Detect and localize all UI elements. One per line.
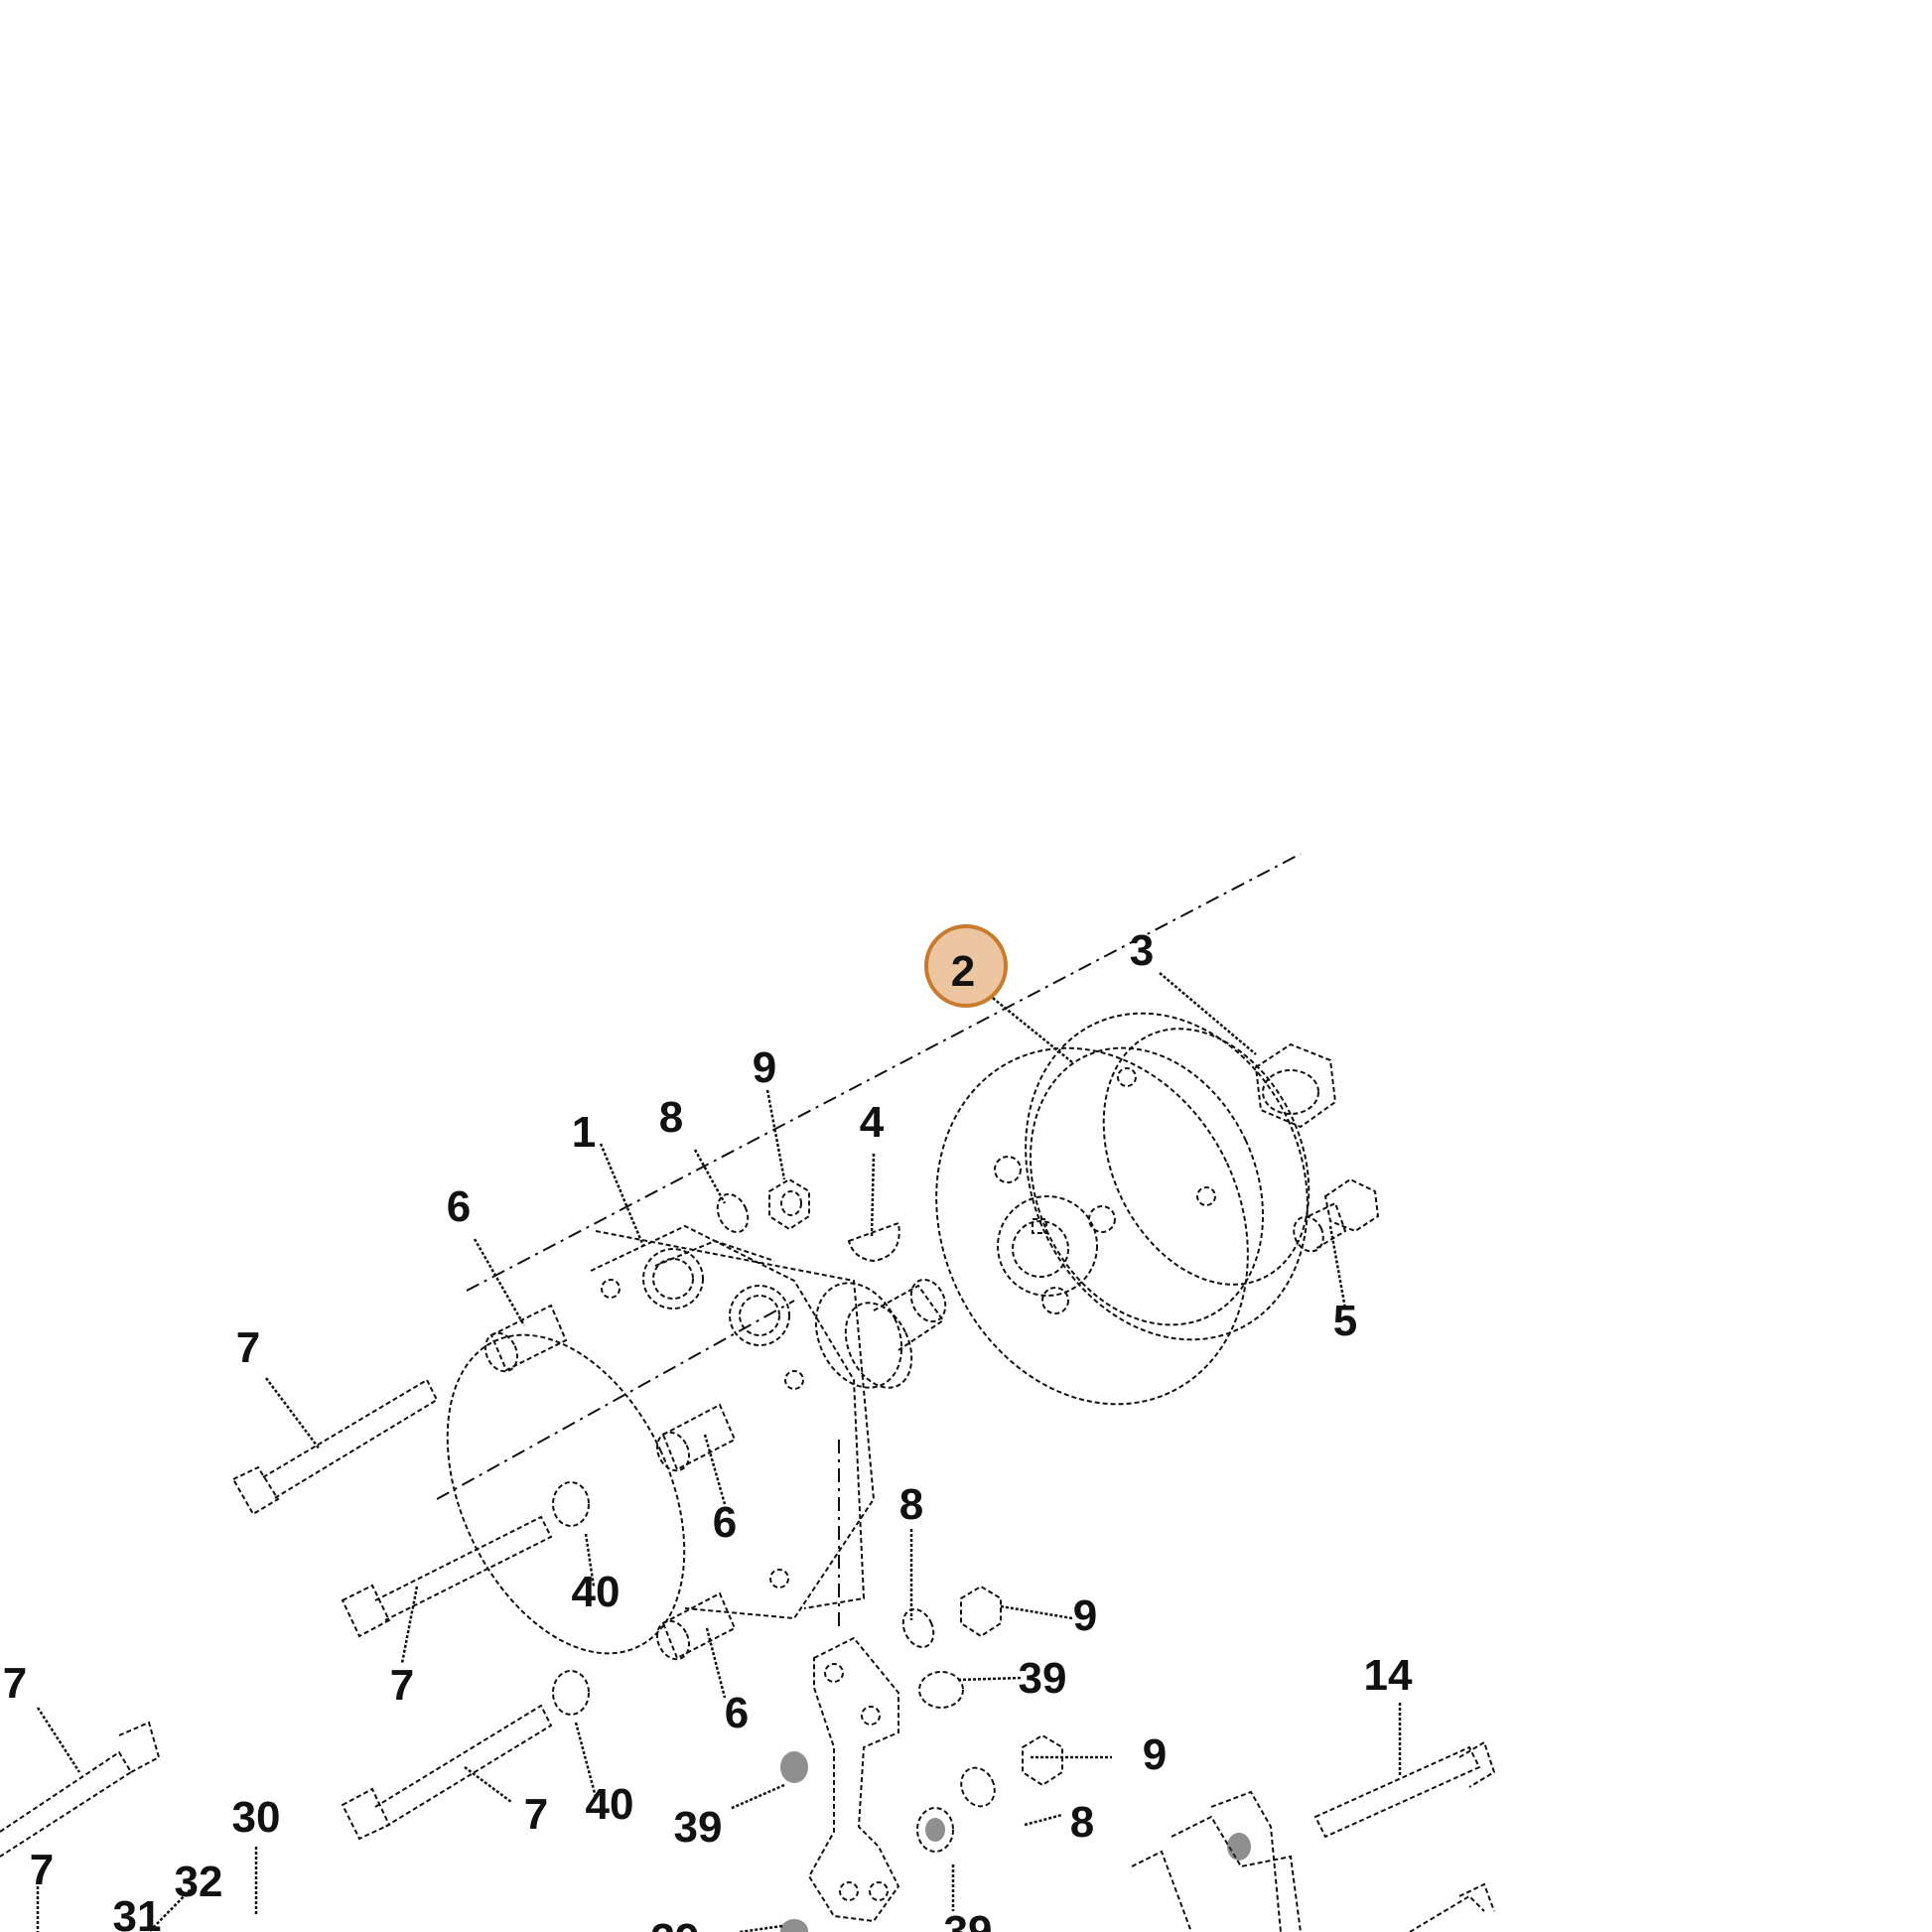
callout-31: 31	[113, 1892, 162, 1932]
nut-part	[1254, 1042, 1337, 1129]
callout-9-middle: 9	[1073, 1591, 1097, 1640]
callout-30: 30	[232, 1793, 281, 1842]
callout-40-lower: 40	[586, 1780, 634, 1829]
callout-39-bottom-left: 39	[651, 1915, 700, 1932]
callout-32: 32	[175, 1858, 223, 1906]
callout-6-middle: 6	[713, 1498, 737, 1547]
callout-3: 3	[1130, 926, 1154, 975]
callout-39-right: 39	[1019, 1654, 1067, 1703]
callout-4: 4	[860, 1098, 885, 1147]
pulley-part	[935, 1012, 1311, 1406]
callout-1: 1	[572, 1108, 596, 1157]
pump-body-part	[446, 1224, 947, 1655]
callout-9-lower: 9	[1143, 1730, 1167, 1779]
bolt-parts	[0, 1378, 553, 1858]
callout-2[interactable]: 2	[951, 947, 975, 996]
washer-parts	[552, 1177, 1063, 1932]
callout-9-top: 9	[753, 1043, 776, 1092]
fitting-part	[1293, 1177, 1380, 1253]
leader-lines	[36, 972, 1402, 1932]
callout-40-upper: 40	[572, 1568, 621, 1616]
callout-labels: 1 2 3 4 5 6 6 6 7 7 7 7 7 8 8 8 9 9 9 14…	[3, 926, 1413, 1932]
callout-14: 14	[1364, 1651, 1413, 1700]
callout-7-middle: 7	[390, 1661, 414, 1710]
callout-7-left: 7	[3, 1659, 27, 1708]
callout-39-left: 39	[674, 1803, 723, 1852]
callout-7-bottom: 7	[30, 1846, 54, 1894]
callout-5: 5	[1333, 1297, 1357, 1345]
callout-39-bottom: 39	[944, 1907, 993, 1932]
key-part	[847, 1221, 900, 1263]
callout-7-top: 7	[236, 1323, 260, 1372]
callout-8-middle: 8	[899, 1480, 923, 1529]
callout-6-upper: 6	[447, 1182, 471, 1231]
callout-8-top: 8	[659, 1093, 683, 1142]
lower-right-assembly	[1131, 1740, 1496, 1932]
callout-6-lower: 6	[725, 1689, 749, 1737]
callout-7-lower: 7	[524, 1790, 548, 1839]
highlight-marker[interactable]	[924, 924, 1008, 1008]
callout-8-lower: 8	[1070, 1798, 1094, 1847]
spacer-parts	[483, 1304, 737, 1661]
link-plate-part	[807, 1636, 900, 1923]
center-lines	[436, 853, 1302, 1628]
